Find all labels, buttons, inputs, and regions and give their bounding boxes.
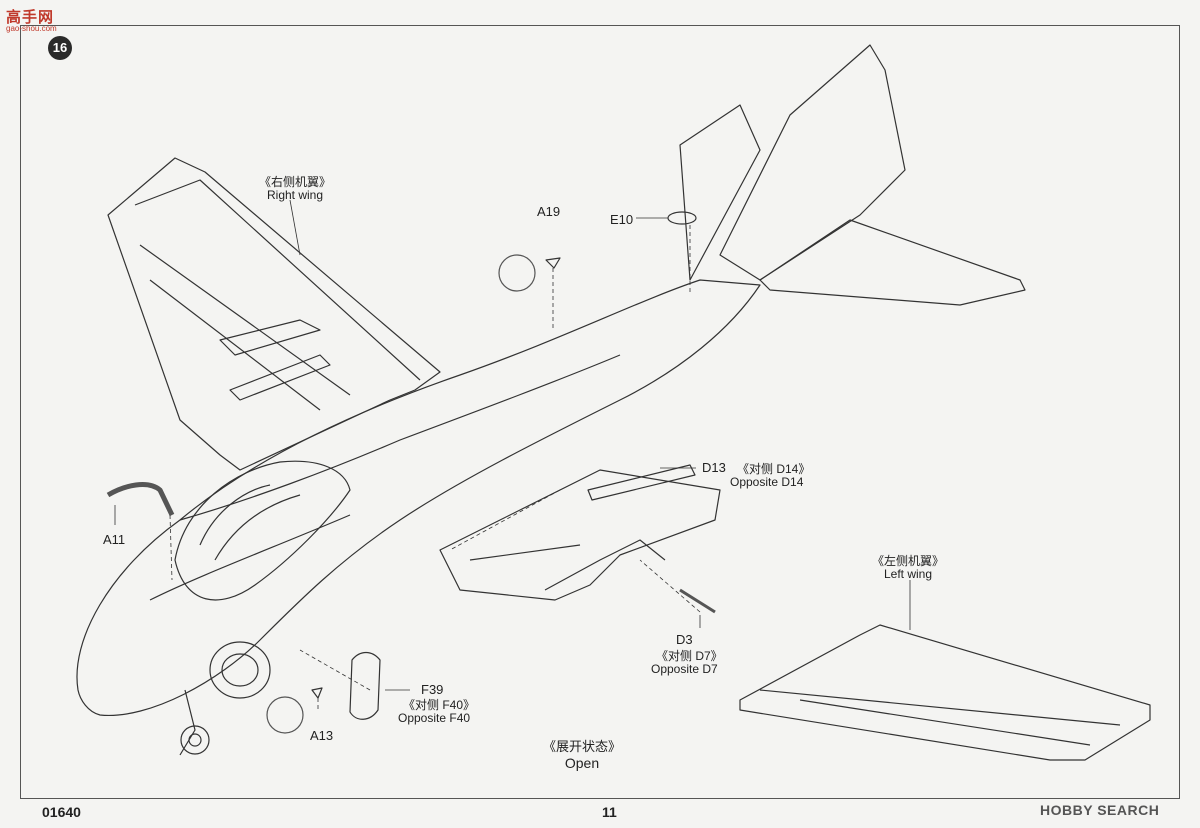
- right-wing-outline: [107, 157, 441, 471]
- left-wing-outline: [739, 624, 1151, 761]
- part-f39-opposite-en: Opposite F40: [398, 711, 471, 725]
- page-number: 11: [602, 804, 617, 820]
- part-d13-opposite-cn: 《对侧 D14》: [737, 462, 811, 476]
- page-frame: [20, 25, 1180, 799]
- nose-wheel: [180, 725, 210, 755]
- part-a11-probe: [106, 482, 175, 517]
- hobby-search-watermark: HOBBY SEARCH: [1040, 802, 1160, 818]
- part-label-f39: F39: [421, 682, 444, 697]
- right-wing-label-cn: 《右侧机翼》: [258, 175, 331, 189]
- left-wing-label-en: Left wing: [883, 567, 933, 581]
- part-label-d13: D13: [702, 460, 726, 475]
- part-label-a19: A19: [537, 204, 561, 219]
- left-wing-stub: [439, 469, 721, 601]
- part-d13-opposite-en: Opposite D14: [730, 475, 804, 489]
- horizontal-stab-left: [759, 219, 1026, 306]
- open-state-label-cn: 《展开状态》: [542, 739, 621, 754]
- canopy-outline: [174, 460, 351, 601]
- engine-intake: [209, 641, 271, 699]
- open-state-label-en: Open: [564, 755, 600, 771]
- part-label-a11: A11: [103, 532, 126, 547]
- right-wing-label-en: Right wing: [266, 188, 324, 202]
- horizontal-stab-right: [679, 104, 761, 281]
- site-url: gao-shou.com: [6, 24, 57, 33]
- part-d3-opposite-cn: 《对侧 D7》: [656, 649, 723, 663]
- part-label-e10: E10: [610, 212, 634, 227]
- part-d3-rod: [679, 588, 716, 614]
- part-f39-opposite-cn: 《对侧 F40》: [403, 698, 476, 712]
- part-a19-antenna: [545, 257, 561, 269]
- site-logo: 高手网: [6, 9, 55, 26]
- part-d13-strip: [587, 464, 696, 501]
- left-wing-label-cn: 《左侧机翼》: [871, 554, 944, 568]
- part-label-d3: D3: [676, 632, 693, 647]
- fuselage-outline: [76, 279, 761, 716]
- vertical-tail: [719, 44, 906, 281]
- step-number-badge: 16: [48, 36, 72, 60]
- part-d3-opposite-en: Opposite D7: [651, 662, 718, 676]
- part-label-a13: A13: [310, 728, 334, 743]
- product-code: 01640: [42, 804, 81, 820]
- part-f39-panel: [349, 651, 381, 720]
- part-e10-cap: [667, 211, 697, 225]
